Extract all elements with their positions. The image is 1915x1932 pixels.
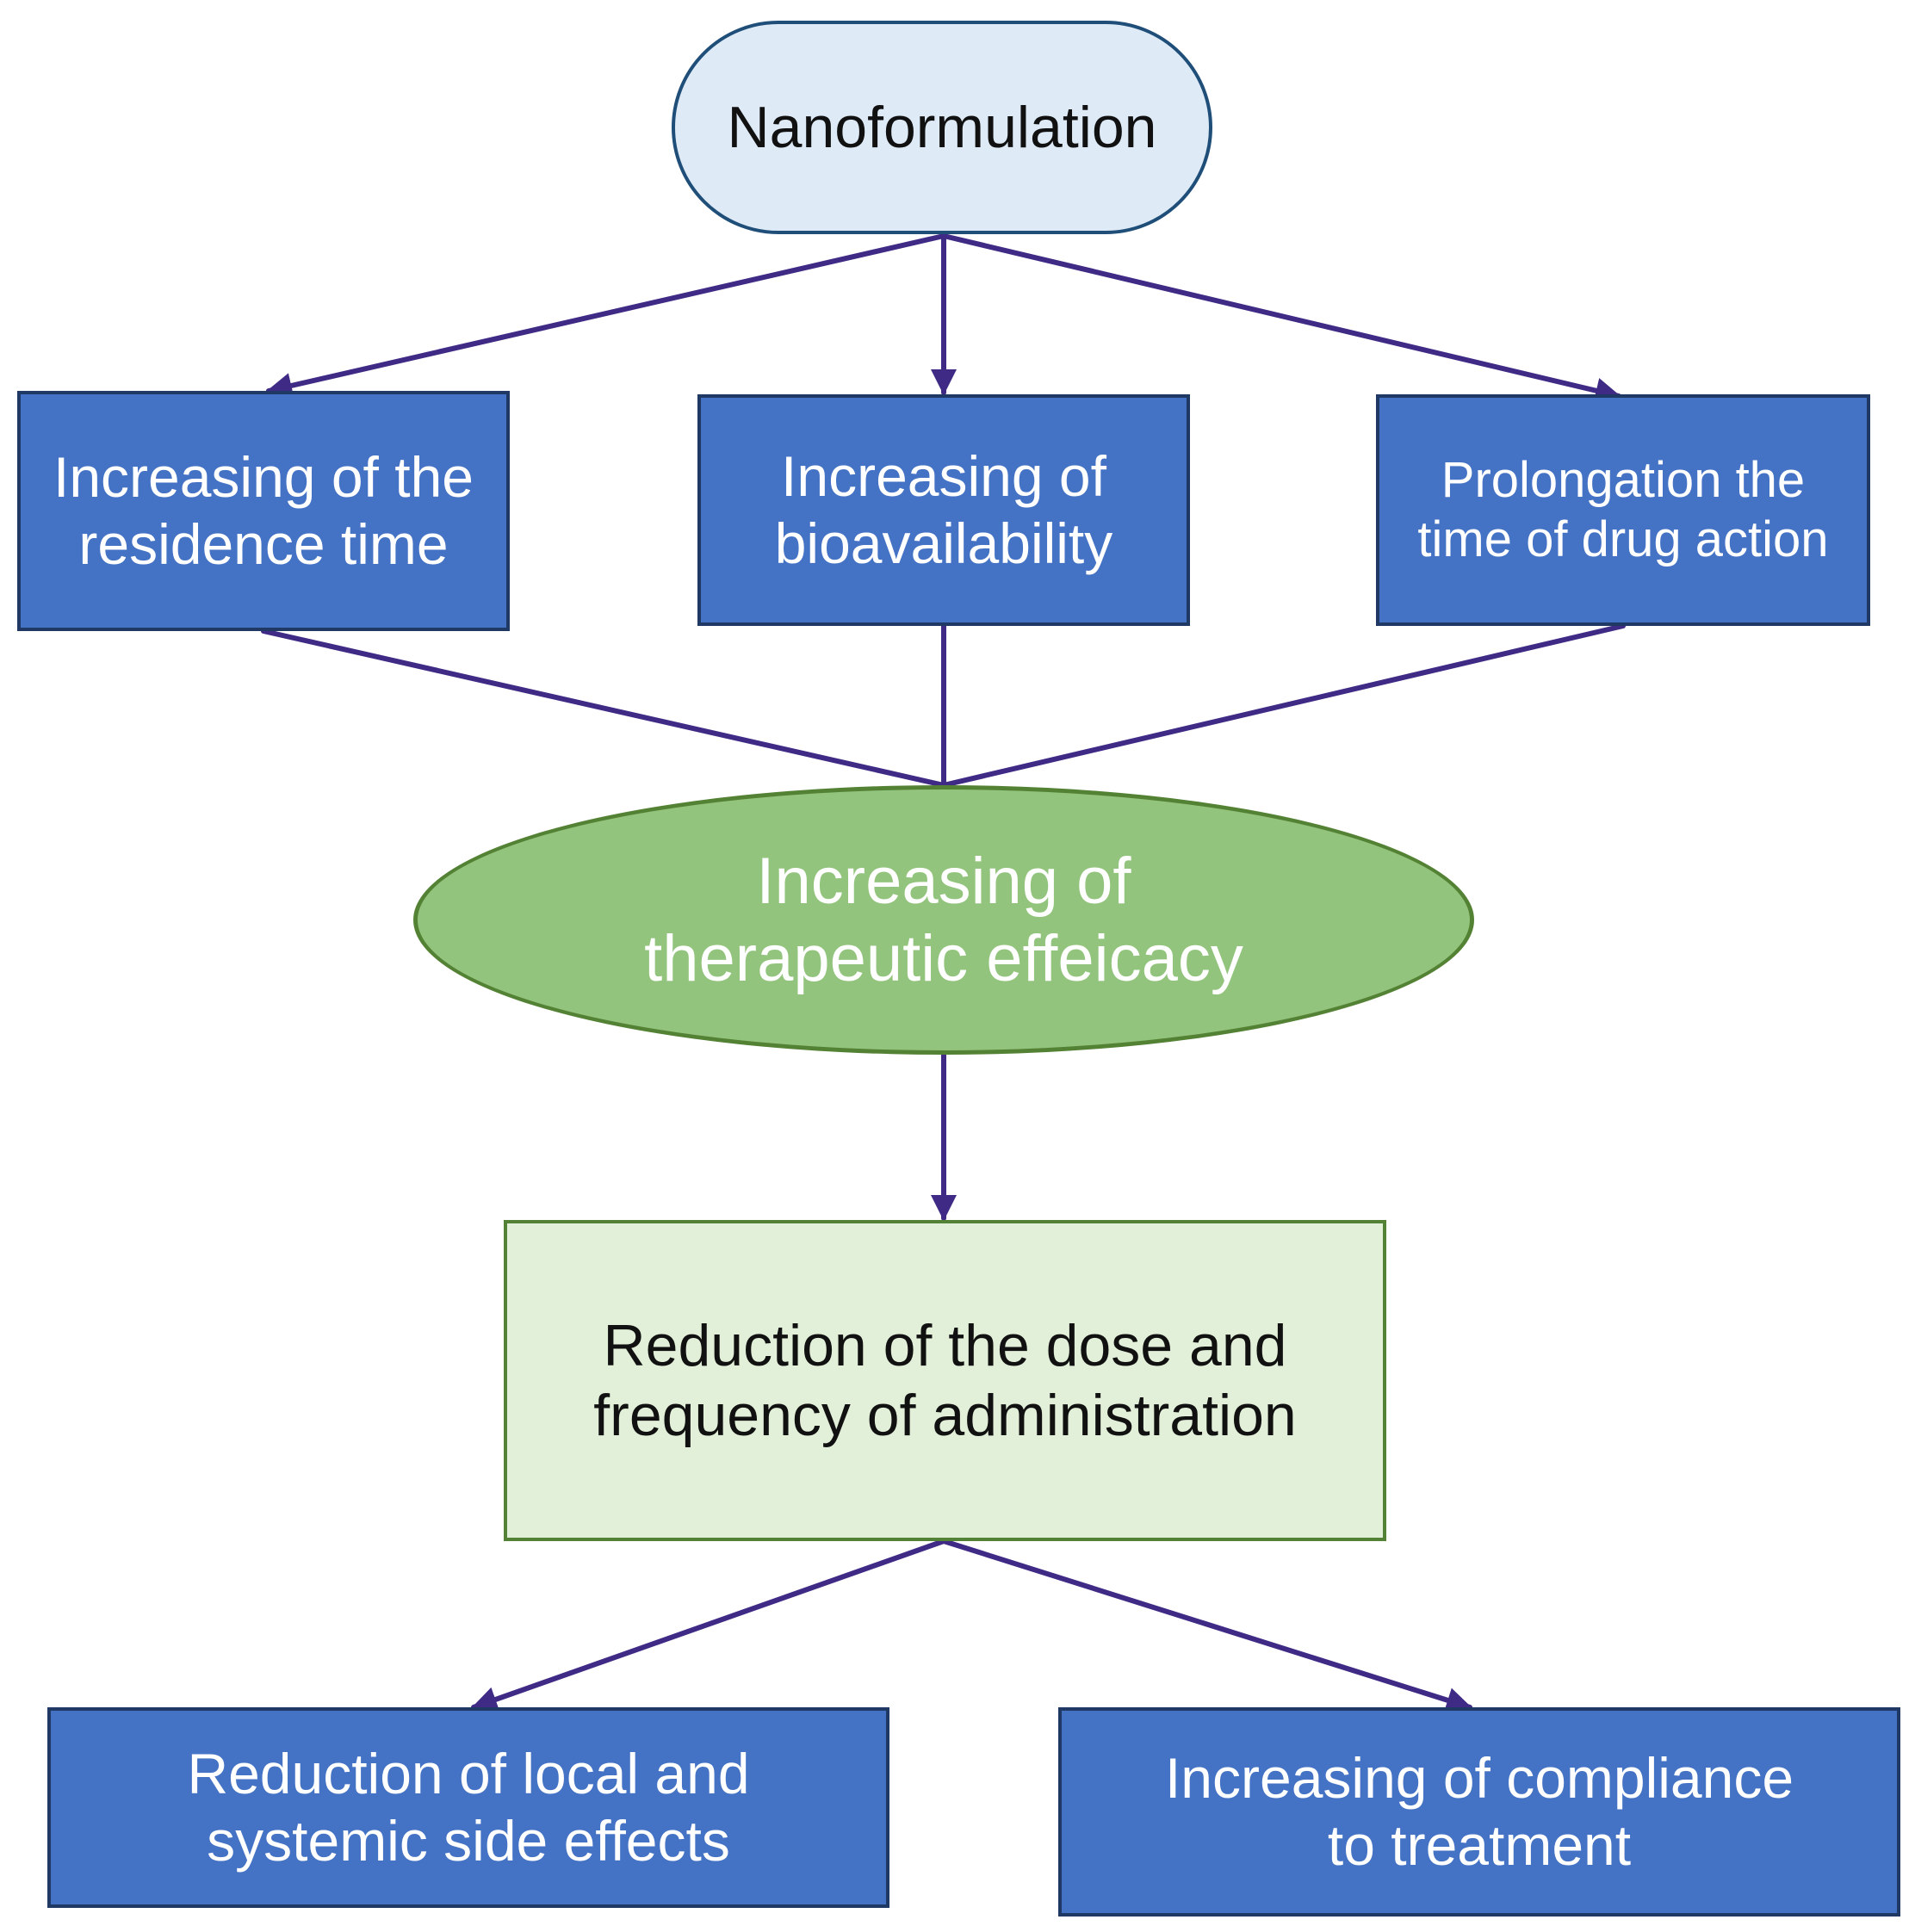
side-effects-label: Reduction of local and systemic side eff… bbox=[187, 1741, 750, 1873]
edge-residence-to-efficacy bbox=[261, 629, 946, 788]
compliance-label: Increasing of compliance to treatment bbox=[1164, 1745, 1794, 1877]
residence-time-box: Increasing of the residence time bbox=[17, 391, 510, 631]
edge-prolongation-to-efficacy bbox=[941, 623, 1626, 788]
compliance-box: Increasing of compliance to treatment bbox=[1058, 1707, 1900, 1917]
bioavailability-label: Increasing of bioavailability bbox=[774, 443, 1113, 575]
edge-nano-to-residence bbox=[266, 233, 946, 399]
edge-nano-to-prolongation bbox=[941, 233, 1621, 404]
edge-dose-to-compliance bbox=[941, 1539, 1472, 1713]
edge-dose-to-side-effects bbox=[471, 1539, 946, 1712]
nanoformulation-label: Nanoformulation bbox=[727, 94, 1157, 160]
bioavailability-box: Increasing of bioavailability bbox=[697, 394, 1190, 626]
dose-reduction-label: Reduction of the dose and frequency of a… bbox=[593, 1313, 1297, 1448]
side-effects-box: Reduction of local and systemic side eff… bbox=[47, 1707, 889, 1908]
residence-time-label: Increasing of the residence time bbox=[53, 444, 474, 576]
nanoformulation-node: Nanoformulation bbox=[672, 21, 1212, 234]
therapeutic-efficacy-node: Increasing of therapeutic effeicacy bbox=[413, 785, 1474, 1055]
prolongation-box: Prolongation the time of drug action bbox=[1376, 394, 1870, 626]
therapeutic-efficacy-label: Increasing of therapeutic effeicacy bbox=[644, 844, 1243, 995]
dose-reduction-box: Reduction of the dose and frequency of a… bbox=[504, 1220, 1386, 1541]
prolongation-label: Prolongation the time of drug action bbox=[1417, 452, 1829, 567]
